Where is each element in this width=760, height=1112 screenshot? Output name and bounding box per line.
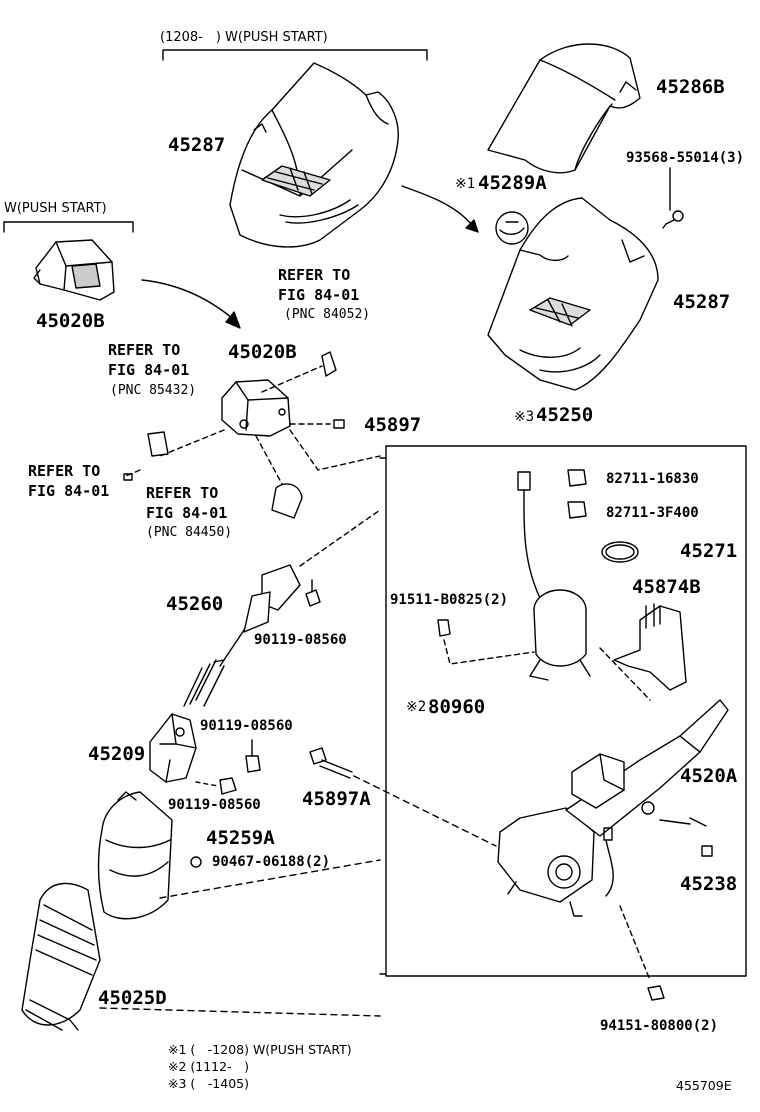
part-label-45271: 45271 <box>680 540 738 562</box>
arrow-upper <box>401 185 473 226</box>
clamp-82711-3F400 <box>567 501 587 519</box>
part-label-45286B: 45286B <box>656 76 725 98</box>
motor-80960 <box>529 589 591 681</box>
arrow-left <box>141 279 233 319</box>
bolt-90119-a <box>305 579 321 607</box>
part-label-45020B-mid: 45020B <box>228 341 297 363</box>
part-label-45287-right: 45287 <box>673 291 731 313</box>
part-label-45250: 45250 <box>536 404 594 426</box>
part-label-90119-a: 90119-08560 <box>254 632 347 648</box>
clip-90467 <box>190 856 202 868</box>
part-label-80960: 80960 <box>428 696 486 718</box>
top-bracket-caption: (1208- ) W(PUSH START) <box>160 30 328 45</box>
nut-94151 <box>619 905 665 1001</box>
upper-cover-45286B <box>487 43 641 174</box>
top-bracket <box>162 49 428 61</box>
refer-4-line2[interactable]: FIG 84-01 <box>146 504 228 522</box>
footnote-2: ※2 (1112- ) <box>168 1059 249 1074</box>
nut-45238 <box>701 845 713 857</box>
figure-id: 455709E <box>676 1078 732 1093</box>
part-label-90119-b: 90119-08560 <box>200 718 293 734</box>
refer-3-line2[interactable]: FIG 84-01 <box>28 482 110 500</box>
refer-2-pnc: (PNC 85432) <box>110 383 197 398</box>
refer-3-line1[interactable]: REFER TO <box>28 462 101 480</box>
joint-45209 <box>149 713 197 783</box>
left-bracket-caption: W(PUSH START) <box>4 201 107 216</box>
part-label-82711-3F400: 82711-3F400 <box>606 505 699 521</box>
part-label-82711-16830: 82711-16830 <box>606 471 699 487</box>
part-label-91511: 91511-B0825(2) <box>390 592 509 608</box>
mark-45289A: ※1 <box>455 176 476 192</box>
lower-cover-45287-right <box>487 197 659 391</box>
part-label-45238: 45238 <box>680 873 738 895</box>
key-cylinder-45289A <box>495 211 529 245</box>
bolt-90119-b <box>245 739 261 773</box>
part-label-45025D: 45025D <box>98 987 167 1009</box>
column-4520A <box>497 699 729 917</box>
refer-2-line2[interactable]: FIG 84-01 <box>108 361 190 379</box>
cover-45259A <box>97 791 173 920</box>
mark-80960: ※2 <box>406 699 427 715</box>
part-label-45259A: 45259A <box>206 827 275 849</box>
footnote-1: ※1 ( -1208) W(PUSH START) <box>168 1042 352 1057</box>
part-label-45287-upper: 45287 <box>168 134 226 156</box>
screw-93568 <box>662 167 684 229</box>
part-label-45897: 45897 <box>364 414 422 436</box>
refer-1-line1[interactable]: REFER TO <box>278 266 351 284</box>
bolt-90119-c <box>195 777 237 795</box>
part-label-90467: 90467-06188(2) <box>212 854 331 870</box>
refer-1-pnc: (PNC 84052) <box>284 307 371 322</box>
clamp-82711-16830 <box>567 469 587 487</box>
ring-45271 <box>601 541 639 563</box>
part-label-93568: 93568-55014(3) <box>626 150 745 166</box>
part-label-45897A: 45897A <box>302 788 371 810</box>
part-label-94151: 94151-80800(2) <box>600 1018 719 1034</box>
bracket-45874B <box>613 603 687 691</box>
upper-cover-45287-top <box>229 62 399 248</box>
refer-4-line1[interactable]: REFER TO <box>146 484 219 502</box>
push-start-switch-45020B-left <box>33 239 115 301</box>
connector-82711-wire <box>517 471 541 599</box>
footnote-3: ※3 ( -1405) <box>168 1076 249 1091</box>
part-label-90119-c: 90119-08560 <box>168 797 261 813</box>
part-label-4520A: 4520A <box>680 765 738 787</box>
refer-4-pnc: (PNC 84450) <box>146 525 233 540</box>
left-bracket <box>3 221 134 233</box>
bolt-91511 <box>437 619 651 701</box>
part-label-45260: 45260 <box>166 593 224 615</box>
part-label-45020B-left: 45020B <box>36 310 105 332</box>
ignition-switch-45020B-mid <box>221 379 291 437</box>
part-label-45874B: 45874B <box>632 576 701 598</box>
boot-45025D <box>21 882 101 1031</box>
shaft-45260 <box>183 509 381 707</box>
bolt-45897A <box>309 747 497 847</box>
part-label-45289A: 45289A <box>478 172 547 194</box>
refer-1-line2[interactable]: FIG 84-01 <box>278 286 360 304</box>
part-label-45209: 45209 <box>88 743 146 765</box>
mark-45250: ※3 <box>514 409 535 425</box>
refer-2-line1[interactable]: REFER TO <box>108 341 181 359</box>
assembly-box-45250 <box>385 445 747 977</box>
